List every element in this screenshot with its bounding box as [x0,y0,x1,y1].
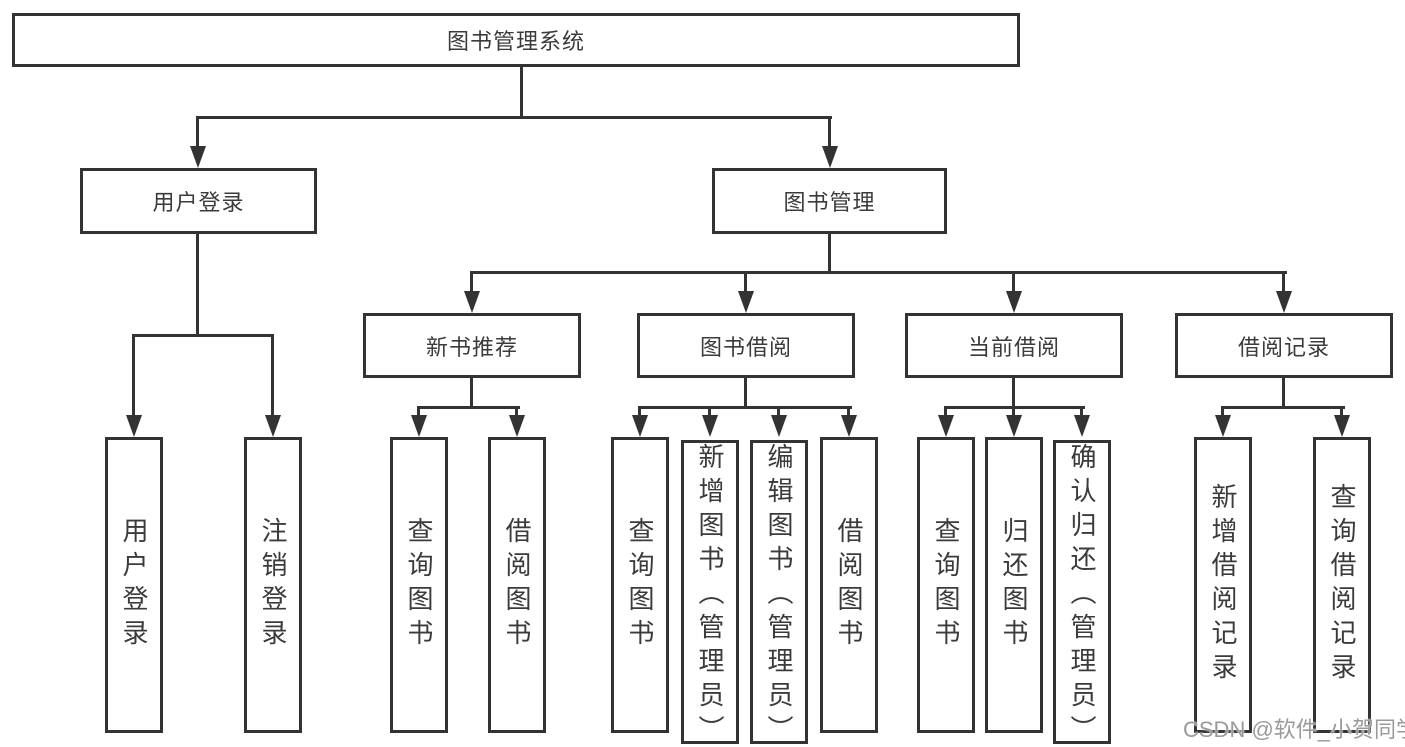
node-label: 用户登录 [119,517,149,653]
node-query-borrow-record: 查询借阅记录 [1313,437,1371,733]
node-label: 归还图书 [999,517,1029,653]
connector-line [944,406,947,416]
arrowhead-icon [411,415,427,437]
arrowhead-icon [1215,415,1231,437]
connector-line [417,406,420,416]
connector-line [1080,406,1083,416]
connector-line [132,334,274,337]
arrowhead-icon [265,415,281,437]
node-label: 查询图书 [625,517,655,653]
node-label: 图书管理系统 [446,29,585,54]
node-library-system: 图书管理系统 [12,13,1020,67]
arrowhead-icon [1276,291,1292,313]
connector-line [470,271,473,293]
node-label: 编辑图书（管理员） [764,443,794,747]
node-label: 新增借阅记录 [1208,483,1238,687]
node-label: 借阅图书 [834,517,864,653]
connector-line [470,271,1287,274]
node-label: 查询图书 [404,517,434,653]
node-newbook-query-books: 查询图书 [390,437,448,733]
node-label: 确认归还（管理员） [1067,443,1097,747]
arrowhead-icon [771,415,787,437]
arrowhead-icon [1334,415,1350,437]
arrowhead-icon [190,146,206,168]
connector-line [828,234,831,274]
arrowhead-icon [1006,291,1022,313]
node-return-books: 归还图书 [985,437,1043,733]
connector-line [196,234,199,336]
arrowhead-icon [841,415,857,437]
node-borrow-books-action: 借阅图书 [820,437,878,733]
connector-line [1282,271,1285,293]
arrowhead-icon [702,415,718,437]
node-label: 查询借阅记录 [1327,483,1357,687]
connector-line [744,378,747,408]
node-label: 图书借阅 [699,334,792,360]
node-newbook-borrow-books: 借阅图书 [488,437,546,733]
node-label: 注销登录 [258,517,288,653]
node-edit-books-admin: 编辑图书（管理员） [750,440,808,747]
csdn-watermark: CSDN @软件_小贺同学 [1183,717,1405,742]
arrowhead-icon [1074,415,1090,437]
connector-line [1340,406,1343,416]
node-user-login-action: 用户登录 [105,437,163,733]
connector-line [196,116,199,146]
node-label: 用户登录 [152,190,245,215]
node-current-borrow: 当前借阅 [905,313,1123,378]
connector-line [1012,406,1015,416]
node-borrow-records: 借阅记录 [1175,313,1393,378]
connector-line [515,406,518,416]
connector-line [1012,378,1015,408]
connector-line [828,116,831,146]
node-label: 图书管理 [783,190,876,215]
node-book-borrow: 图书借阅 [637,313,855,378]
connector-line [1221,406,1345,409]
connector-line [708,406,711,416]
arrowhead-icon [464,291,480,313]
node-logout-action: 注销登录 [244,437,302,733]
arrowhead-icon [632,415,648,437]
node-confirm-return-admin: 确认归还（管理员） [1053,440,1111,747]
connector-line [132,334,135,416]
connector-line [638,406,641,416]
node-book-management: 图书管理 [712,168,947,234]
connector-line [1282,378,1285,408]
connector-line [196,116,832,119]
connector-line [1221,406,1224,416]
node-borrow-query-books: 查询图书 [611,437,669,733]
node-add-borrow-record: 新增借阅记录 [1194,437,1252,733]
node-label: 新增图书（管理员） [695,443,725,747]
node-current-query-books: 查询图书 [917,437,975,733]
connector-line [271,334,274,416]
connector-line [470,378,473,408]
node-new-book-recommend: 新书推荐 [363,313,581,378]
node-label: 新书推荐 [425,334,518,360]
arrowhead-icon [938,415,954,437]
node-user-login: 用户登录 [80,168,317,234]
connector-line [777,406,780,416]
node-label: 借阅记录 [1237,334,1330,360]
node-label: 当前借阅 [967,334,1060,360]
arrowhead-icon [822,146,838,168]
node-label: 借阅图书 [502,517,532,653]
arrowhead-icon [1006,415,1022,437]
connector-line [847,406,850,416]
node-add-books-admin: 新增图书（管理员） [681,440,739,747]
node-label: 查询图书 [931,517,961,653]
connector-line [520,67,523,117]
connector-line [417,406,520,409]
connector-line [744,271,747,293]
arrowhead-icon [126,415,142,437]
connector-line [1012,271,1015,293]
connector-line [638,406,852,409]
arrowhead-icon [738,291,754,313]
arrowhead-icon [509,415,525,437]
